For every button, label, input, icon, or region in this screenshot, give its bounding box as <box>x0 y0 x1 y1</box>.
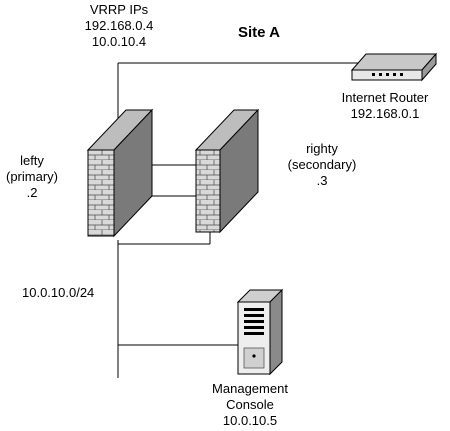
lefty-label: lefty (primary) .2 <box>0 153 64 201</box>
vrrp-label: VRRP IPs 192.168.0.4 10.0.10.4 <box>84 2 154 50</box>
lefty-role: (primary) <box>6 169 58 184</box>
righty-ip: .3 <box>316 173 328 188</box>
router-ip: 192.168.0.1 <box>350 106 420 121</box>
vrrp-ip-1: 192.168.0.4 <box>84 18 154 33</box>
subnet-label: 10.0.10.0/24 <box>22 285 95 300</box>
firewall-icon <box>194 108 260 234</box>
router-name: Internet Router <box>341 90 429 105</box>
righty-role: (secondary) <box>287 157 357 172</box>
righty-label: righty (secondary) .3 <box>282 141 362 189</box>
server-icon <box>236 288 284 376</box>
lefty-name: lefty <box>20 153 44 168</box>
console-name-2: Console <box>226 397 274 412</box>
firewall-icon <box>86 108 154 238</box>
router-icon <box>350 52 438 82</box>
vrrp-ip-2: 10.0.10.4 <box>91 34 147 49</box>
network-links <box>117 62 360 378</box>
console-label: Management Console 10.0.10.5 <box>200 381 300 429</box>
lefty-ip: .2 <box>26 185 38 200</box>
router-label: Internet Router 192.168.0.1 <box>330 90 440 122</box>
vrrp-title: VRRP IPs <box>89 2 149 17</box>
site-title: Site A <box>238 24 280 41</box>
console-name-1: Management <box>212 381 288 396</box>
righty-name: righty <box>306 141 338 156</box>
console-ip: 10.0.10.5 <box>222 413 278 428</box>
